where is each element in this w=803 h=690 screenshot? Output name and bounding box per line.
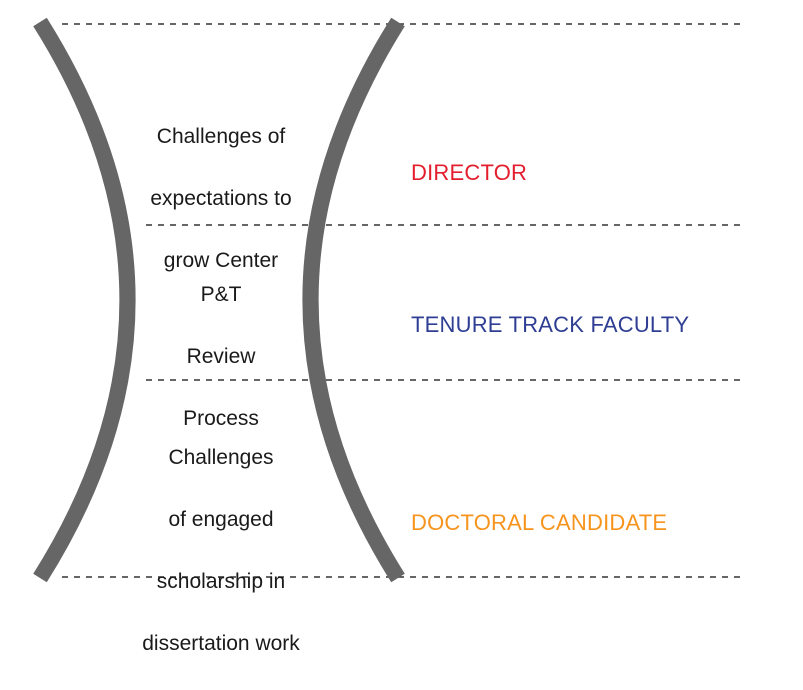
role-label-tenure-track-faculty: TENURE TRACK FACULTY bbox=[411, 312, 690, 337]
challenge-line: expectations to bbox=[150, 187, 292, 210]
challenge-line: Challenges of bbox=[156, 125, 286, 148]
challenge-line: dissertation work bbox=[142, 632, 300, 655]
right-bracket-curve bbox=[302, 17, 405, 583]
challenge-line: grow Center bbox=[163, 249, 279, 272]
stage-challenge-director: Challenges of expectations to grow Cente… bbox=[121, 90, 321, 307]
stage-challenge-doctoral: Challenges of engaged scholarship in dis… bbox=[111, 411, 331, 690]
challenge-line: of engaged bbox=[168, 508, 274, 531]
role-label-doctoral-candidate: DOCTORAL CANDIDATE bbox=[411, 510, 668, 535]
challenge-line: Process bbox=[183, 407, 259, 430]
challenge-line: Review bbox=[186, 345, 256, 368]
challenge-line: scholarship in bbox=[156, 570, 286, 593]
challenge-line: P&T bbox=[200, 283, 242, 306]
left-bracket-curve bbox=[33, 17, 136, 583]
role-label-director: DIRECTOR bbox=[411, 160, 528, 185]
stage-challenge-tenure-track: P&T Review Process bbox=[141, 248, 301, 465]
challenge-line: Challenges bbox=[168, 446, 274, 469]
career-stages-diagram bbox=[33, 17, 742, 583]
